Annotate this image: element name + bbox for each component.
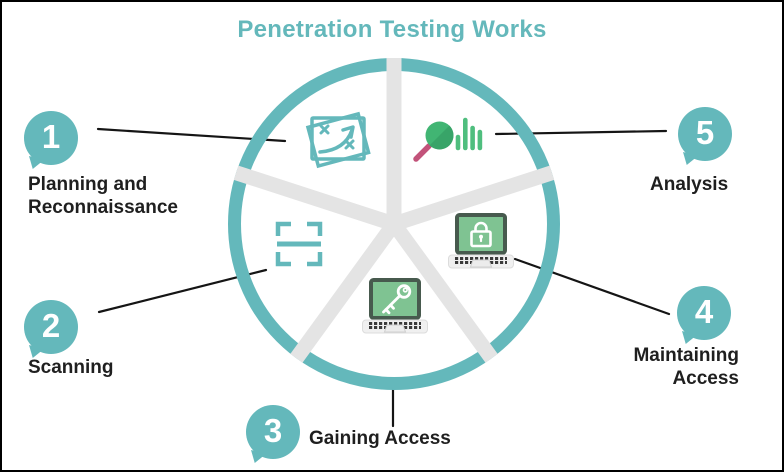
step-5-badge: 5 [678, 107, 732, 161]
laptop-key-icon [362, 278, 428, 334]
step-1-label: Planning and Reconnaissance [28, 174, 178, 218]
magnifier-handle [413, 143, 432, 162]
step-4-number: 4 [694, 293, 714, 330]
step-5-number: 5 [695, 114, 715, 151]
step-1-number: 1 [41, 118, 61, 155]
step-1-badge: 1 [24, 111, 78, 165]
key-glyph [382, 284, 412, 315]
step-4-label: Maintaining Access [633, 345, 739, 389]
step-4-badge: 4 [677, 286, 731, 340]
strategy-plan-icon [305, 111, 371, 169]
step-2-number: 2 [41, 307, 61, 344]
step-3-number: 3 [263, 412, 283, 449]
padlock-glyph [470, 221, 492, 248]
bar-chart-bars [455, 117, 483, 151]
laptop-lock-icon [448, 213, 514, 269]
step-5-label: Analysis [650, 174, 729, 195]
process-wheel [228, 58, 560, 390]
step-2-label: Scanning [28, 357, 114, 378]
scan-frame-icon [275, 221, 323, 267]
step-3-badge: 3 [246, 405, 300, 459]
step-3-label: Gaining Access [309, 428, 451, 449]
magnifier-chart-icon [413, 117, 483, 162]
page-title: Penetration Testing Works [237, 16, 547, 43]
wheel-spokes [233, 58, 555, 363]
step-2-badge: 2 [24, 300, 78, 354]
